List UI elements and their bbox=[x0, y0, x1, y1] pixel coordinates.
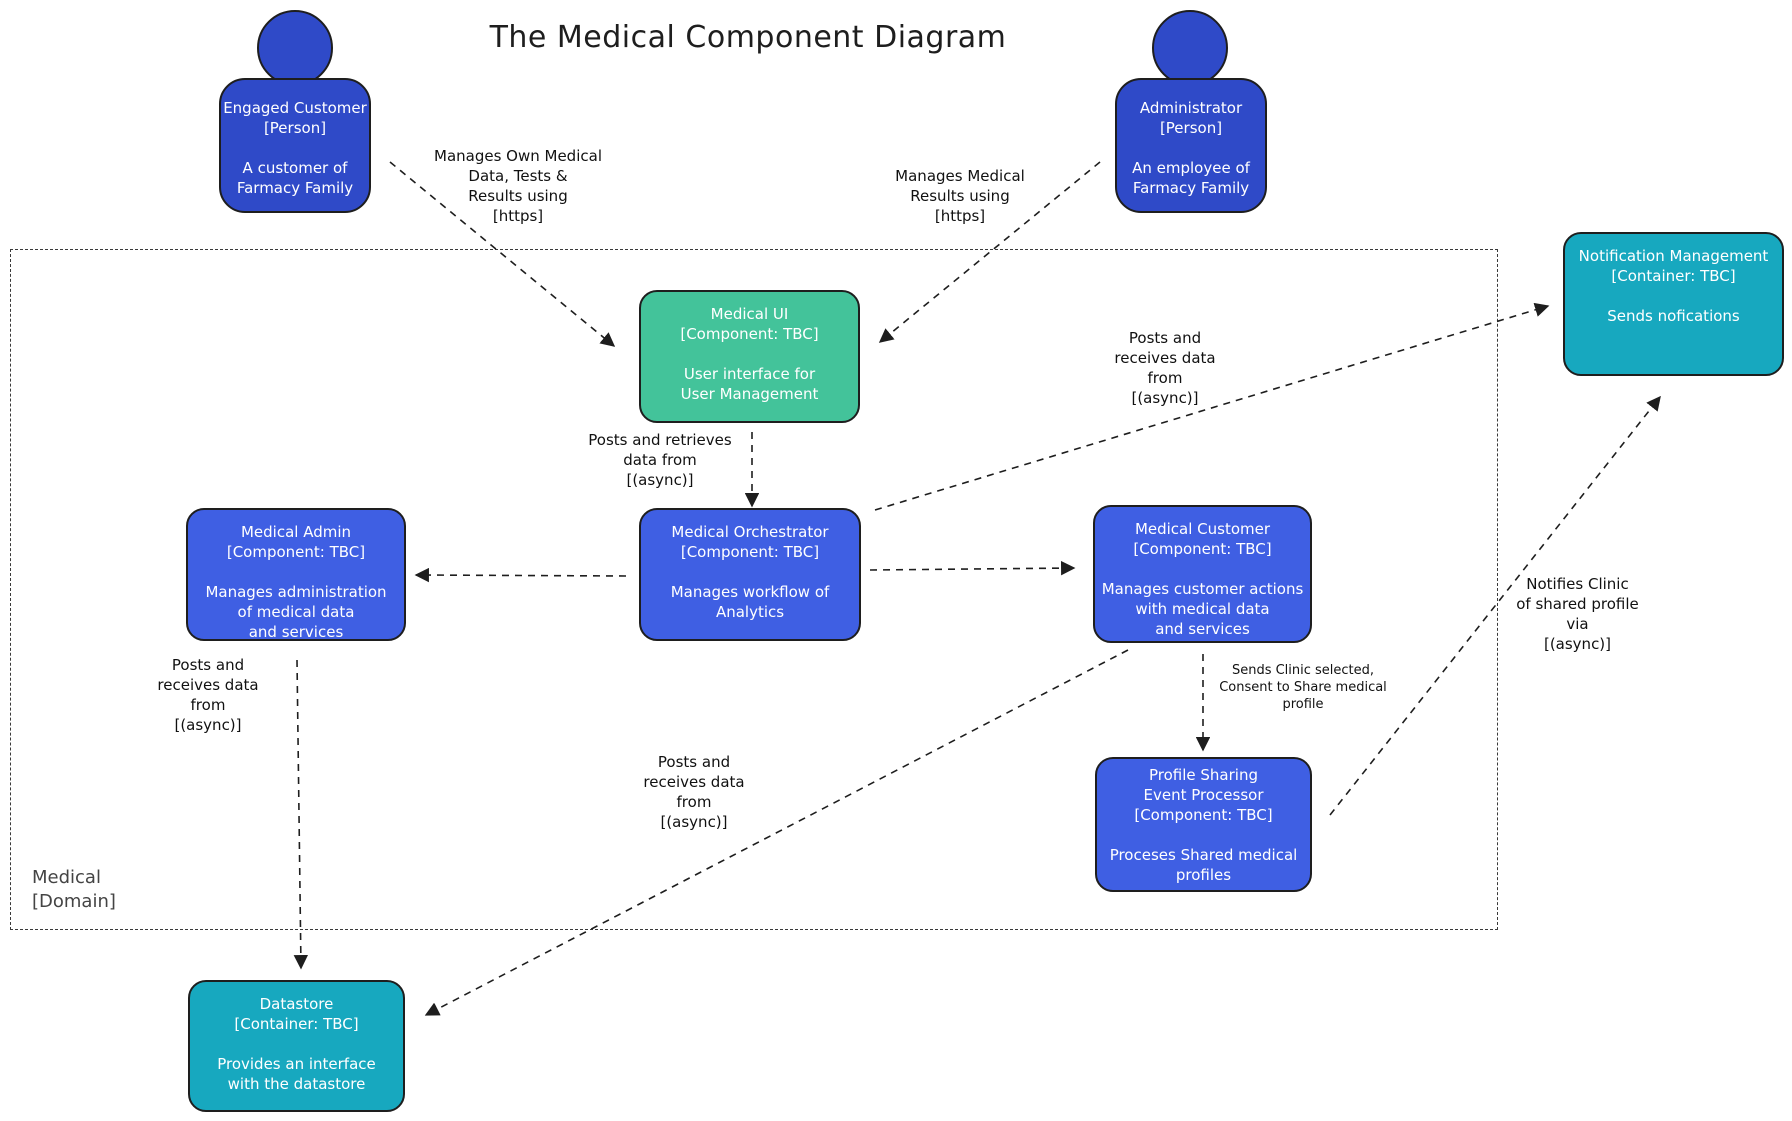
node-name: Medical Customer bbox=[1134, 520, 1271, 538]
node-type: [Component: TBC] bbox=[1133, 540, 1272, 558]
node-type: [Component: TBC] bbox=[226, 543, 366, 561]
edge-label-orchestrator-to-notification: Posts and receives data from [(async)] bbox=[1114, 329, 1216, 407]
edge-profile-to-notification bbox=[1329, 395, 1661, 816]
edge-label-customer-to-datastore: Posts and receives data from [(async)] bbox=[643, 753, 745, 831]
edge-label-customer-to-profile: Sends Clinic selected, Consent to Share … bbox=[1219, 663, 1387, 712]
medical-customer-node[interactable]: Medical Customer [Component: TBC] Manage… bbox=[1093, 505, 1312, 643]
node-description: A customer of Farmacy Family bbox=[236, 159, 354, 197]
node-type: [Component: TBC] bbox=[680, 543, 820, 561]
edge-admin-to-ui bbox=[878, 161, 1101, 343]
medical-orchestrator-node[interactable]: Medical Orchestrator [Component: TBC] Ma… bbox=[639, 508, 861, 641]
edge-label-profile-to-notification: Notifies Clinic of shared profile via [(… bbox=[1516, 575, 1639, 653]
node-description: Sends nofications bbox=[1607, 307, 1740, 325]
edge-admin-to-datastore bbox=[293, 659, 309, 970]
node-description: Provides an interface with the datastore bbox=[217, 1055, 376, 1093]
notification-management-node[interactable]: Notification Management [Container: TBC]… bbox=[1563, 232, 1784, 376]
node-type: [Person] bbox=[1159, 119, 1223, 137]
node-name: Medical Admin bbox=[240, 523, 352, 541]
node-type: [Container: TBC] bbox=[234, 1015, 359, 1033]
node-description: Proceses Shared medical profiles bbox=[1109, 846, 1298, 884]
node-description: Manages workflow of Analytics bbox=[670, 583, 830, 621]
node-type: [Person] bbox=[263, 119, 327, 137]
node-name: Notification Management bbox=[1578, 247, 1769, 265]
edge-label-customer-to-ui: Manages Own Medical Data, Tests & Result… bbox=[434, 147, 602, 225]
edge-orchestrator-to-notification bbox=[874, 302, 1550, 511]
administrator-head-icon bbox=[1152, 10, 1228, 86]
node-type: [Component: TBC] bbox=[1134, 806, 1273, 824]
edge-customer-to-datastore bbox=[424, 649, 1129, 1016]
node-name: Datastore bbox=[259, 995, 334, 1013]
node-name: Profile Sharing Event Processor bbox=[1143, 766, 1264, 804]
node-type: [Container: TBC] bbox=[1611, 267, 1736, 285]
node-name: Administrator bbox=[1139, 99, 1243, 117]
node-description: User interface for User Management bbox=[680, 365, 819, 403]
edge-customer-to-ui bbox=[389, 161, 616, 347]
node-description: Manages customer actions with medical da… bbox=[1101, 580, 1304, 638]
edge-orchestrator-to-admin bbox=[414, 567, 627, 583]
node-name: Medical UI bbox=[710, 305, 789, 323]
administrator-node[interactable]: Administrator [Person] An employee of Fa… bbox=[1115, 78, 1267, 213]
engaged-customer-node[interactable]: Engaged Customer [Person] A customer of … bbox=[219, 78, 371, 213]
medical-admin-node[interactable]: Medical Admin [Component: TBC] Manages a… bbox=[186, 508, 406, 641]
medical-domain-boundary bbox=[10, 249, 1498, 930]
node-name: Engaged Customer bbox=[223, 99, 367, 117]
engaged-customer-head-icon bbox=[257, 10, 333, 86]
diagram-title: The Medical Component Diagram bbox=[489, 20, 1007, 55]
edge-orchestrator-to-customer bbox=[869, 560, 1076, 576]
node-type: [Component: TBC] bbox=[680, 325, 819, 343]
node-description: Manages administration of medical data a… bbox=[205, 583, 387, 641]
datastore-node[interactable]: Datastore [Container: TBC] Provides an i… bbox=[188, 980, 405, 1112]
edge-label-admin-to-datastore: Posts and receives data from [(async)] bbox=[157, 656, 259, 734]
node-name: Medical Orchestrator bbox=[671, 523, 829, 541]
edge-label-admin-to-ui: Manages Medical Results using [https] bbox=[895, 167, 1025, 225]
profile-sharing-node[interactable]: Profile Sharing Event Processor [Compone… bbox=[1095, 757, 1312, 892]
boundary-label: Medical [Domain] bbox=[32, 867, 116, 912]
edge-label-ui-to-orchestrator: Posts and retrieves data from [(async)] bbox=[588, 431, 732, 489]
node-description: An employee of Farmacy Family bbox=[1132, 159, 1250, 197]
medical-ui-node[interactable]: Medical UI [Component: TBC] User interfa… bbox=[639, 290, 860, 423]
